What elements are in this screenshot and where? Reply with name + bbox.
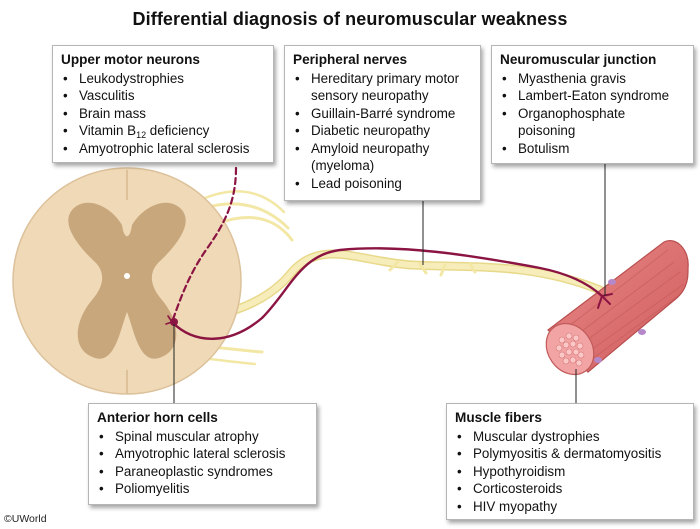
list-item: Hypothyroidism (455, 463, 685, 481)
peripheral-nerves-box: Peripheral nerves Hereditary primary mot… (284, 45, 481, 201)
leader-lines (173, 164, 606, 403)
list-item: Brain mass (61, 105, 265, 123)
anterior-horn-cells-heading: Anterior horn cells (97, 410, 218, 425)
list-item: Amyotrophic lateral sclerosis (97, 445, 308, 463)
list-item: Botulism (500, 140, 685, 158)
muscle-fibers-list: Muscular dystrophies Polymyositis & derm… (455, 428, 685, 516)
muscle-fiber-bundle (545, 240, 689, 376)
upper-motor-neurons-heading: Upper motor neurons (61, 52, 200, 67)
muscle-fibers-box: Muscle fibers Muscular dystrophies Polym… (446, 403, 694, 520)
list-item: Lambert-Eaton syndrome (500, 87, 685, 105)
list-item: Myasthenia gravis (500, 70, 685, 88)
list-item: Hereditary primary motor sensory neuropa… (293, 70, 472, 105)
list-item: Muscular dystrophies (455, 428, 685, 446)
motor-axon (165, 166, 613, 340)
gray-matter (68, 202, 186, 359)
list-item: Organophosphate poisoning (500, 105, 685, 140)
list-item: Amyotrophic lateral sclerosis (61, 140, 265, 158)
neuromuscular-junction-list: Myasthenia gravis Lambert-Eaton syndrome… (500, 70, 685, 158)
list-item: Corticosteroids (455, 480, 685, 498)
upper-motor-neurons-list: Leukodystrophies Vasculitis Brain mass V… (61, 70, 265, 158)
list-item: Vitamin B12 deficiency (61, 122, 265, 140)
vitamin-prefix: Vitamin B (79, 123, 137, 138)
list-item: Spinal muscular atrophy (97, 428, 308, 446)
list-item: Vasculitis (61, 87, 265, 105)
list-item: Amyloid neuropathy (myeloma) (293, 140, 472, 175)
list-item: Polymyositis & dermatomyositis (455, 445, 685, 463)
peripheral-nerves-heading: Peripheral nerves (293, 52, 408, 67)
list-item: Guillain-Barré syndrome (293, 105, 472, 123)
peripheral-nerve-bundle (167, 190, 605, 366)
muscle-fibers-heading: Muscle fibers (455, 410, 542, 425)
list-item: Lead poisoning (293, 175, 472, 193)
upper-motor-neurons-box: Upper motor neurons Leukodystrophies Vas… (52, 45, 274, 163)
anterior-horn-cells-list: Spinal muscular atrophy Amyotrophic late… (97, 428, 308, 498)
list-item: Diabetic neuropathy (293, 122, 472, 140)
list-item: HIV myopathy (455, 498, 685, 516)
diagram-title: Differential diagnosis of neuromuscular … (132, 9, 568, 29)
central-canal (124, 273, 130, 279)
spinal-cord-cross-section (12, 167, 242, 395)
neuromuscular-junction-box: Neuromuscular junction Myasthenia gravis… (491, 45, 694, 164)
anterior-horn-cells-box: Anterior horn cells Spinal muscular atro… (88, 403, 317, 505)
list-item: Poliomyelitis (97, 480, 308, 498)
list-item: Paraneoplastic syndromes (97, 463, 308, 481)
vitamin-subscript: 12 (136, 130, 147, 140)
list-item: Leukodystrophies (61, 70, 265, 88)
vitamin-suffix: deficiency (146, 123, 210, 138)
peripheral-nerves-list: Hereditary primary motor sensory neuropa… (293, 70, 472, 193)
copyright-notice: ©UWorld (4, 513, 47, 525)
neuromuscular-junction-heading: Neuromuscular junction (500, 52, 657, 67)
